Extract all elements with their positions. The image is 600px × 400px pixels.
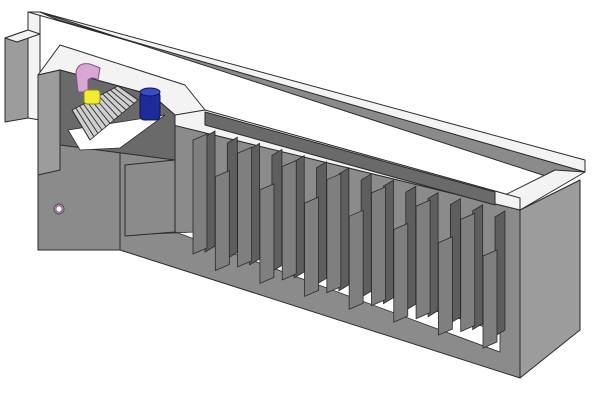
screen-bar: [102, 93, 123, 114]
baffle-plate: [214, 170, 230, 272]
blower-drum: [139, 87, 161, 121]
baffle-plate: [281, 159, 297, 281]
tank-inner-back: [204, 111, 496, 206]
chamber-left-wall: [37, 69, 61, 176]
baffle-plate: [437, 236, 453, 336]
bar-screen: [71, 85, 139, 141]
screen-bar: [117, 85, 139, 101]
baffle-plate: [259, 183, 275, 284]
screen-bar: [98, 95, 119, 117]
baffle-plate: [348, 209, 364, 310]
drum-top: [139, 87, 161, 97]
screen-bar: [75, 107, 95, 137]
inlet-channel-wall: [4, 11, 586, 181]
screen-bar: [113, 87, 135, 104]
screen-bar: [110, 89, 131, 108]
port-hole: [55, 205, 63, 213]
baffle-plate: [192, 133, 208, 255]
baffle-plate: [415, 199, 431, 320]
inlet-pipe-elbow: [75, 63, 101, 93]
rear-wall-top-left: [4, 29, 41, 43]
baffle-plate: [393, 222, 409, 323]
baffle-plate: [460, 212, 476, 333]
outlet-port: [53, 203, 65, 215]
screen-bar: [83, 103, 103, 131]
rear-wall-side: [4, 29, 29, 123]
screen-bar: [86, 101, 107, 127]
valve-icon: [83, 89, 101, 105]
chamber-front-wall: [124, 159, 176, 237]
chamber-floor: [67, 114, 166, 151]
screen-bar: [71, 109, 91, 141]
baffle-array: [192, 130, 506, 349]
baffle-plate: [304, 196, 319, 297]
valve: [83, 89, 101, 105]
screen-bar: [106, 91, 127, 111]
baffle-plate: [326, 173, 342, 294]
pipe-icon: [75, 63, 101, 93]
screen-bar: [79, 105, 99, 134]
baffle-plate: [482, 249, 498, 349]
baffle-plate: [371, 186, 386, 307]
baffle-plate: [237, 146, 253, 268]
tank-right-end: [519, 179, 581, 379]
